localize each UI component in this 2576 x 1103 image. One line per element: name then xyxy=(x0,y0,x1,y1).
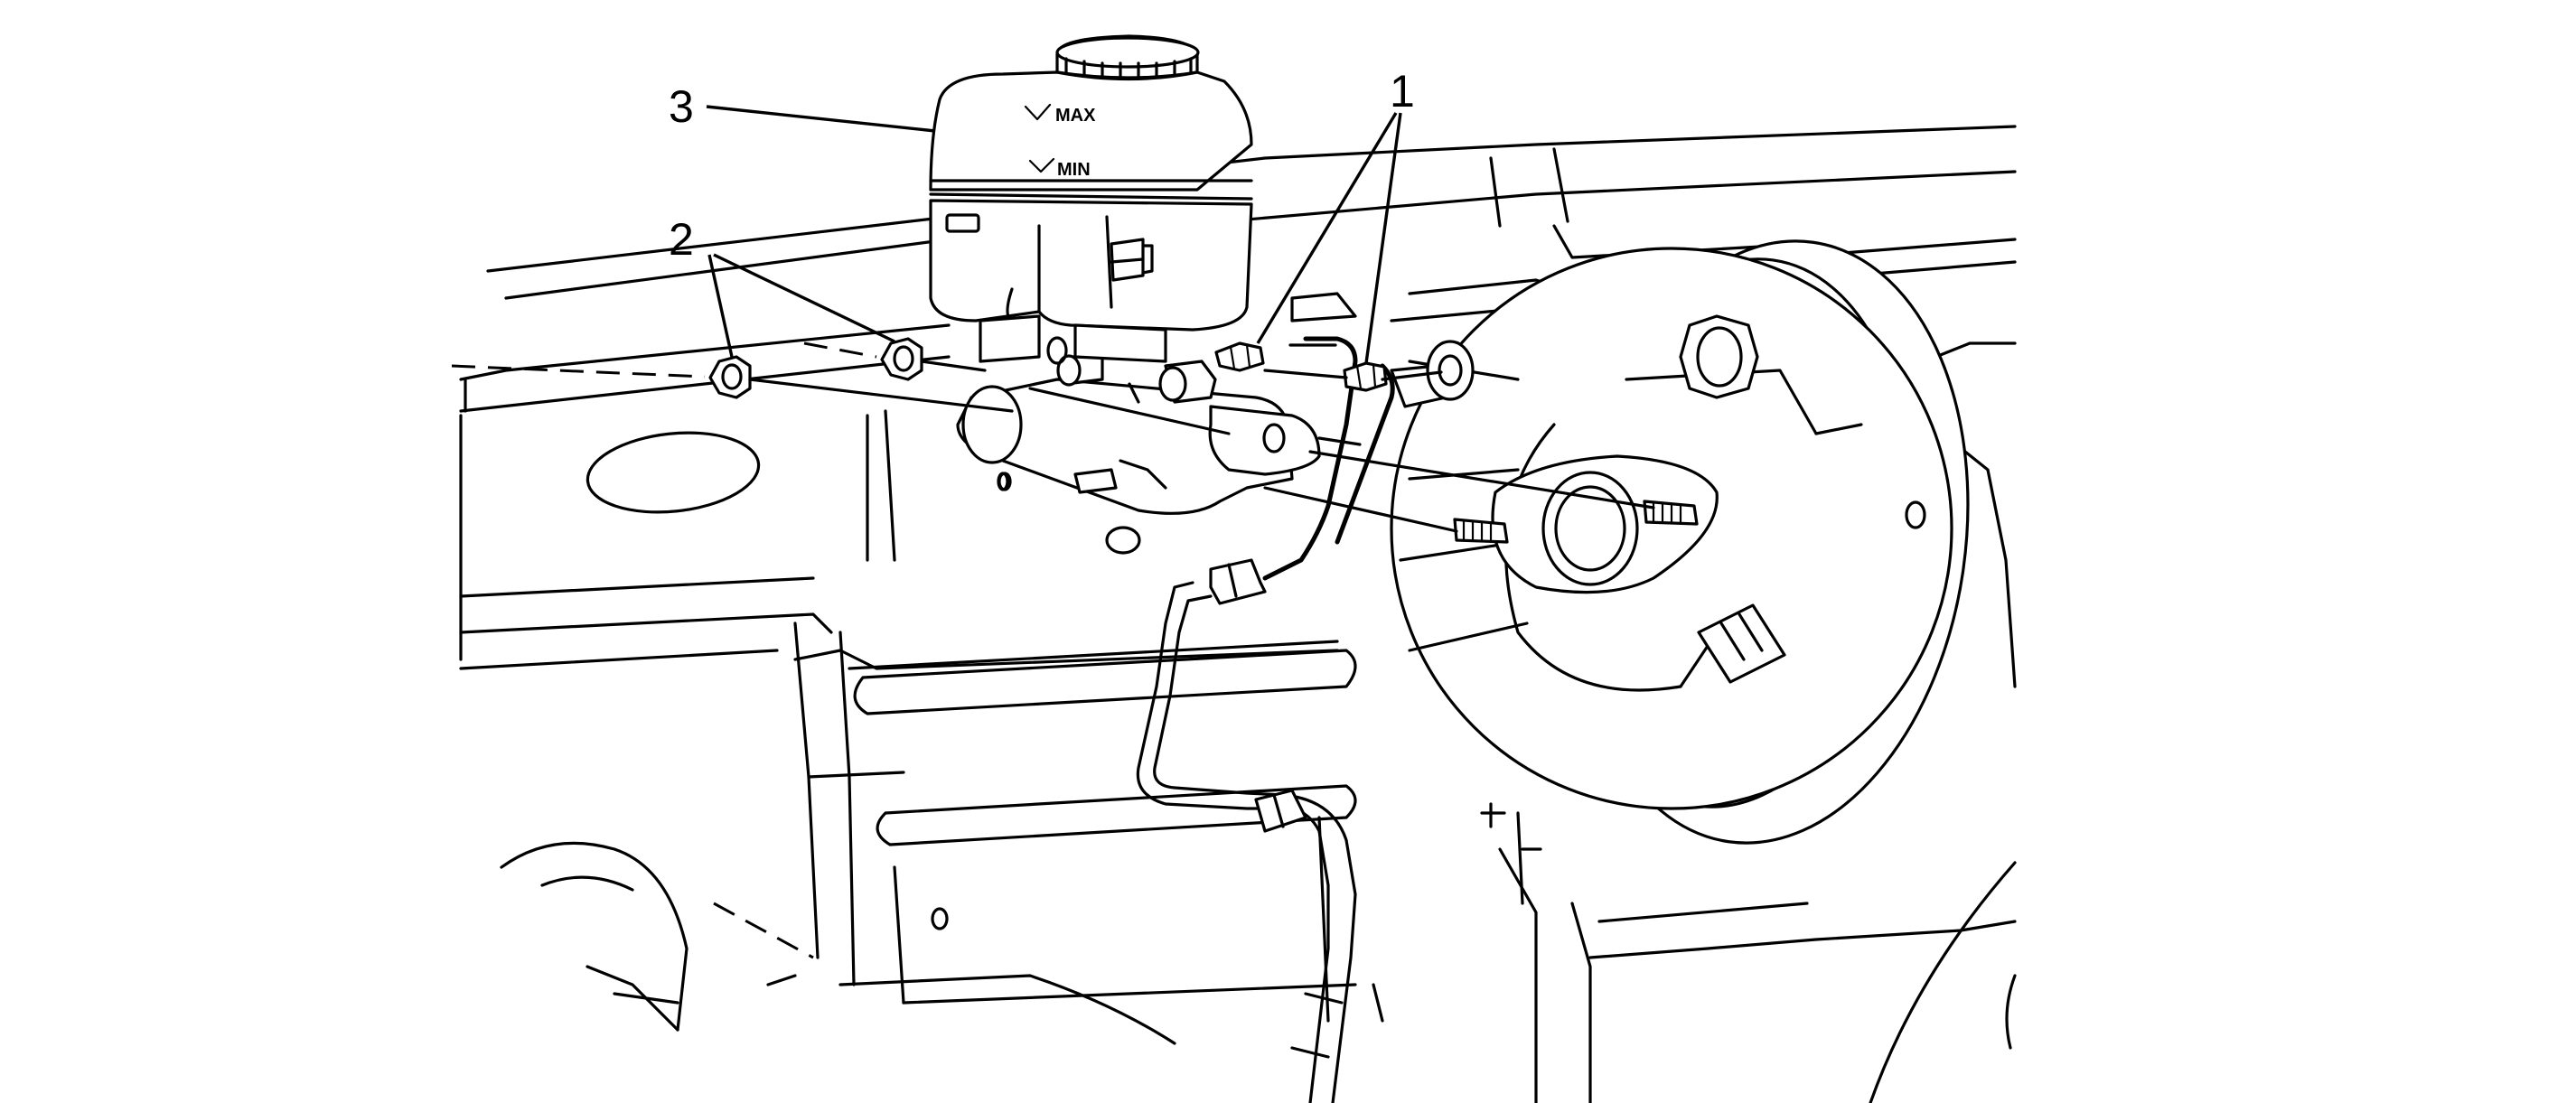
callout-1-label: 1 xyxy=(1390,66,1415,117)
master-cylinder xyxy=(956,354,1321,515)
fluid-reservoir: MAX MIN xyxy=(929,34,1253,365)
mounting-stud-upper xyxy=(1643,500,1699,526)
brake-line-nut-front xyxy=(1214,341,1265,372)
callout-3: 3 xyxy=(669,81,936,133)
callout-2-label: 2 xyxy=(669,214,694,265)
mounting-nut-right xyxy=(880,337,923,381)
callout-1: 1 xyxy=(1256,66,1415,364)
check-valve xyxy=(1679,314,1759,399)
line-clip-lower xyxy=(1254,789,1307,833)
callout-3-label: 3 xyxy=(669,81,694,132)
min-level-mark: MIN xyxy=(1028,157,1091,180)
max-level-mark: MAX xyxy=(1024,103,1096,126)
alignment-lines xyxy=(451,341,1655,533)
callout-2: 2 xyxy=(669,214,895,358)
line-clip-upper xyxy=(1209,558,1267,605)
min-mark-text: MIN xyxy=(1057,160,1091,180)
booster-connector xyxy=(1697,603,1786,684)
mounting-stud-lower xyxy=(1453,518,1509,544)
max-mark-text: MAX xyxy=(1055,106,1096,126)
brake-line-nut-rear xyxy=(1343,361,1388,392)
mounting-nut-left xyxy=(708,355,752,399)
